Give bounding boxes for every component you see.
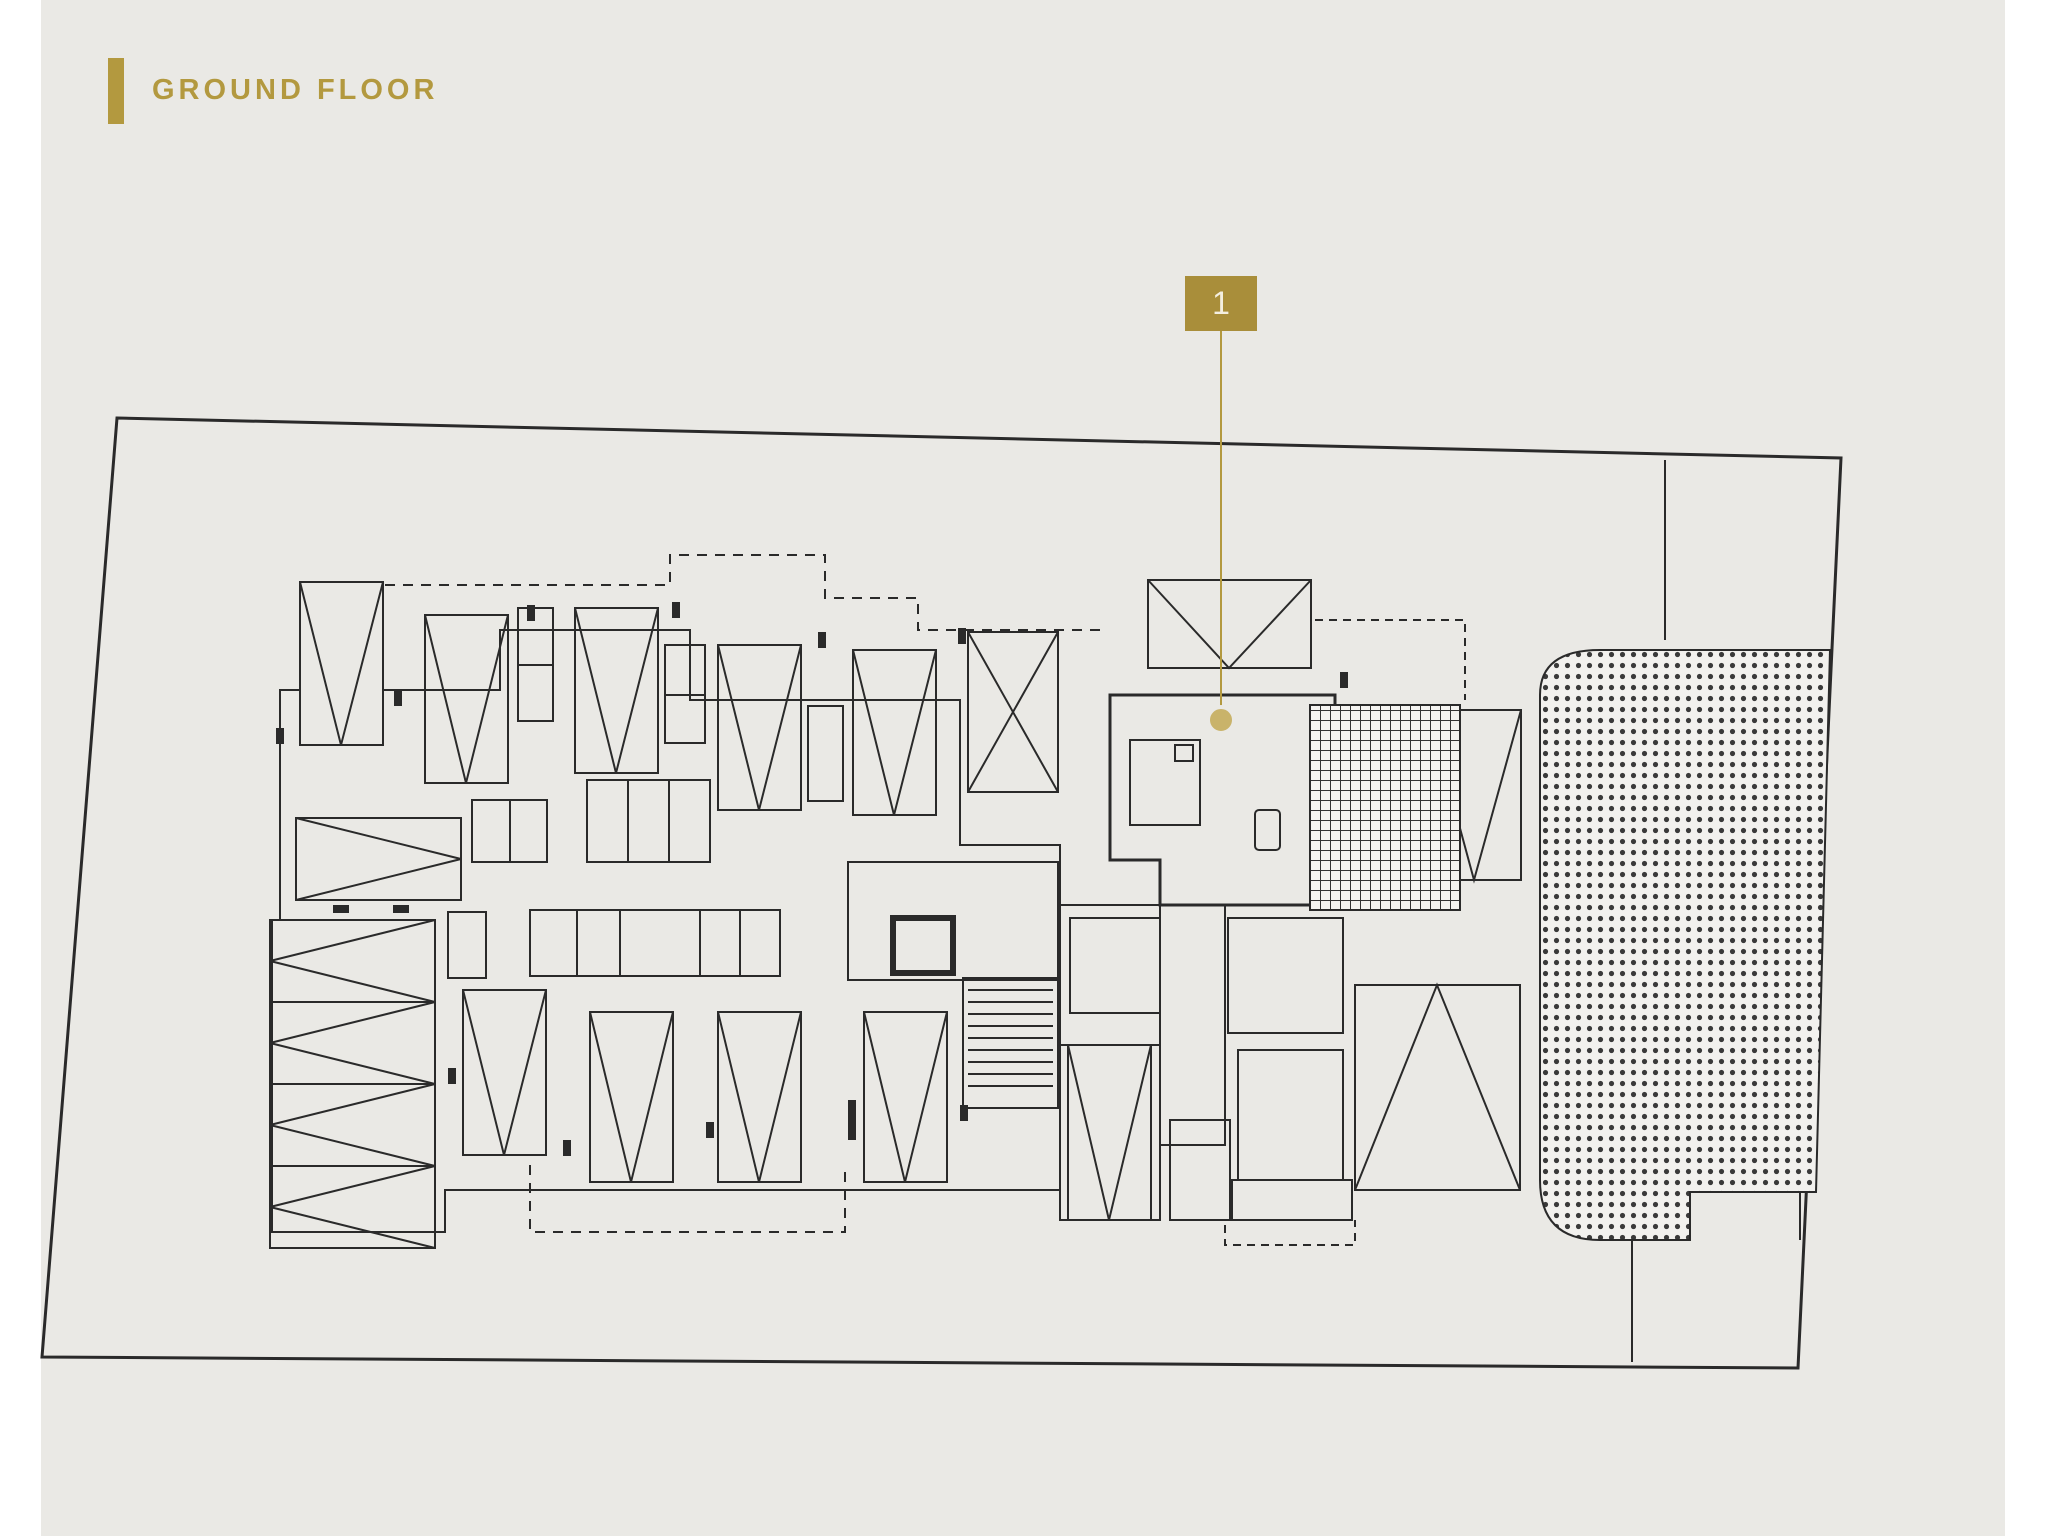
parking-bays (269, 579, 1522, 1249)
dashed-outline (529, 1165, 846, 1233)
terrace-edge (1690, 1191, 1801, 1240)
storage-rooms (447, 607, 844, 979)
title-accent-bar (108, 58, 124, 124)
apartment-1 (1069, 619, 1466, 1246)
wall-stubs (276, 602, 1348, 1156)
unit-marker-badge[interactable]: 1 (1185, 276, 1257, 331)
marker-dot[interactable] (1206, 705, 1236, 735)
site-boundary (40, 416, 1843, 1370)
floor-title: GROUND FLOOR (152, 74, 439, 106)
dashed-outline (385, 554, 1105, 631)
building-core (847, 861, 1161, 1221)
terrace (1539, 649, 1832, 1241)
